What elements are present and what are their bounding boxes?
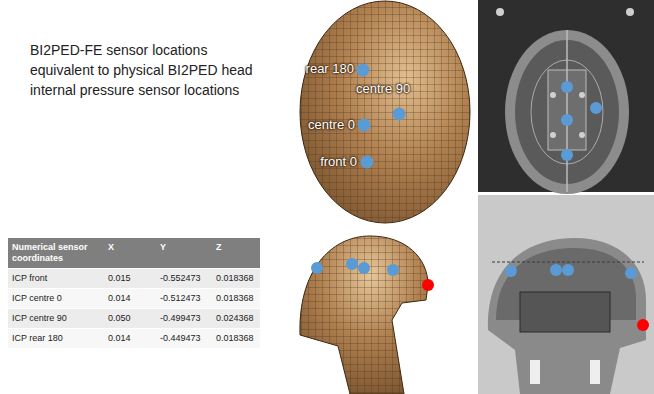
table-cell: ICP front <box>8 269 104 289</box>
sensor-dots <box>311 64 637 280</box>
table-cell: 0.050 <box>104 309 156 329</box>
table-cell: -0.512473 <box>156 289 212 309</box>
table-cell: 0.015 <box>104 269 156 289</box>
sensor-label: centre 0 <box>308 117 355 132</box>
xray-top-view <box>478 0 654 194</box>
table-cell: -0.449473 <box>156 329 212 349</box>
table-header: Y <box>156 238 212 269</box>
table-header: Z <box>212 238 260 269</box>
table-cell: 0.024368 <box>212 309 260 329</box>
table-header: Numerical sensor coordinates <box>8 238 104 269</box>
xray-side-view <box>478 195 654 394</box>
table-cell: 0.014 <box>104 329 156 349</box>
sensor-label: front 0 <box>320 154 357 169</box>
table-cell: 0.018368 <box>212 269 260 289</box>
coordinate-table: Numerical sensor coordinatesXYZ ICP front… <box>8 238 260 349</box>
sensor-label: rear 180 <box>306 61 354 76</box>
table-cell: ICP centre 0 <box>8 289 104 309</box>
sensor-label: centre 90 <box>356 81 410 96</box>
table-cell: 0.014 <box>104 289 156 309</box>
table-cell: -0.552473 <box>156 269 212 289</box>
table-cell: 0.018368 <box>212 289 260 309</box>
head-top-view <box>300 1 470 223</box>
title-text: BI2PED-FE sensor locations equivalent to… <box>30 40 258 100</box>
table-cell: ICP centre 90 <box>8 309 104 329</box>
table-cell: -0.499473 <box>156 309 212 329</box>
reference-dots <box>422 279 649 331</box>
head-side-view <box>300 236 428 394</box>
table-cell: 0.018368 <box>212 329 260 349</box>
table-cell: ICP rear 180 <box>8 329 104 349</box>
table-header: X <box>104 238 156 269</box>
